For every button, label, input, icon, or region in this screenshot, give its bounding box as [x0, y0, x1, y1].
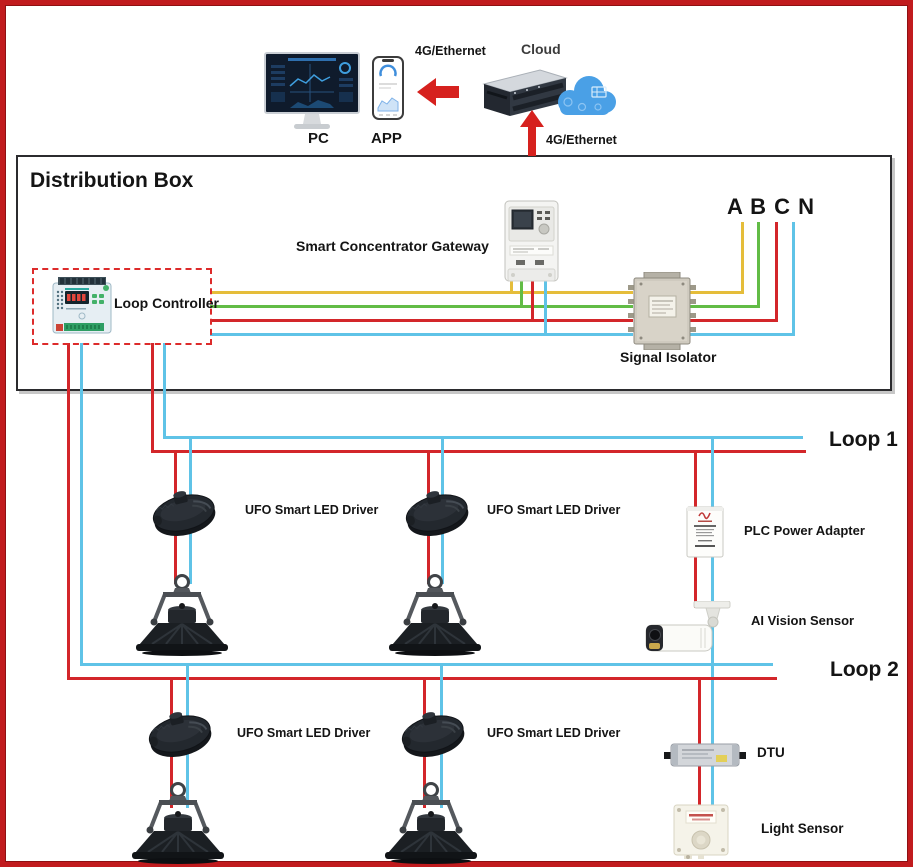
- ethernet-bottom-label: 4G/Ethernet: [546, 133, 617, 147]
- bus-wire-yellow: [210, 291, 633, 294]
- ufo-driver-illustration: [148, 712, 212, 758]
- loop1-wire-red: [151, 450, 806, 453]
- dtu-illustration: [664, 743, 746, 767]
- loop2-wire-red: [67, 677, 777, 680]
- signal-isolator-label: Signal Isolator: [620, 349, 717, 365]
- ufo-highbay-light-illustration: [389, 574, 481, 656]
- ufo-driver-label: UFO Smart LED Driver: [487, 726, 621, 740]
- bus-wire-red: [210, 319, 633, 322]
- signal-isolator-illustration: [628, 272, 696, 350]
- phase-wire-a: [741, 222, 744, 294]
- distribution-box-title: Distribution Box: [30, 169, 194, 192]
- ufo-driver-label: UFO Smart LED Driver: [245, 503, 379, 517]
- cloud-icon: [558, 76, 616, 115]
- loop2-label: Loop 2: [830, 658, 899, 681]
- feed-wire-blue-loop1: [163, 343, 166, 439]
- phase-wire-b: [757, 222, 760, 308]
- gateway-stub-red: [531, 280, 534, 322]
- feed-wire-red-loop1: [151, 343, 154, 453]
- ethernet-left-label: 4G/Ethernet: [415, 44, 486, 58]
- phone-app-illustration: [372, 56, 404, 120]
- ai-vision-sensor-label: AI Vision Sensor: [751, 613, 855, 628]
- gateway-label: Smart Concentrator Gateway: [296, 238, 489, 254]
- bus-wire-blue: [210, 333, 633, 336]
- ai-vision-sensor-illustration: [645, 601, 731, 652]
- loop1-wire-blue: [163, 436, 803, 439]
- loop1-label: Loop 1: [829, 428, 898, 451]
- light-sensor-illustration: [673, 804, 729, 859]
- gateway-stub-yellow: [510, 280, 513, 294]
- ufo-driver-illustration: [405, 491, 469, 537]
- bus-wire-green: [210, 305, 633, 308]
- phase-labels: A B C N: [727, 194, 816, 219]
- gateway-stub-green: [520, 280, 523, 308]
- phase-wire-c: [775, 222, 778, 322]
- plc-power-adapter-label: PLC Power Adapter: [744, 523, 865, 538]
- ufo-driver-illustration: [401, 712, 465, 758]
- bus-wire-red: [689, 319, 778, 322]
- loop-controller-dashed-outline: [32, 268, 212, 345]
- dtu-label: DTU: [757, 745, 785, 760]
- gateway-stub-blue: [544, 280, 547, 336]
- bus-wire-blue: [689, 333, 795, 336]
- light-sensor-label: Light Sensor: [761, 821, 844, 836]
- app-label: APP: [371, 130, 402, 147]
- bus-wire-green: [689, 305, 760, 308]
- feed-wire-blue-loop2: [80, 343, 83, 666]
- gateway-illustration: [504, 200, 559, 282]
- ufo-highbay-light-illustration: [132, 782, 224, 864]
- loop-controller-illustration: [52, 277, 112, 334]
- ufo-driver-illustration: [152, 491, 216, 537]
- bus-wire-yellow: [689, 291, 743, 294]
- cloud-label: Cloud: [521, 41, 561, 57]
- feed-wire-red-loop2: [67, 343, 70, 680]
- loop-controller-label: Loop Controller: [114, 295, 219, 311]
- ufo-highbay-light-illustration: [385, 782, 477, 864]
- ufo-highbay-light-illustration: [136, 574, 228, 656]
- arrow-left-icon: [417, 78, 459, 106]
- phase-wire-n: [792, 222, 795, 336]
- pc-label: PC: [308, 130, 329, 147]
- ufo-driver-label: UFO Smart LED Driver: [237, 726, 371, 740]
- pc-monitor-illustration: [264, 52, 360, 129]
- ufo-driver-label: UFO Smart LED Driver: [487, 503, 621, 517]
- plc-power-adapter-illustration: [686, 506, 724, 558]
- cloud-server-illustration: [482, 69, 568, 116]
- distribution-box: [16, 155, 892, 391]
- loop2-wire-blue: [80, 663, 773, 666]
- arrow-up-icon: [520, 110, 544, 156]
